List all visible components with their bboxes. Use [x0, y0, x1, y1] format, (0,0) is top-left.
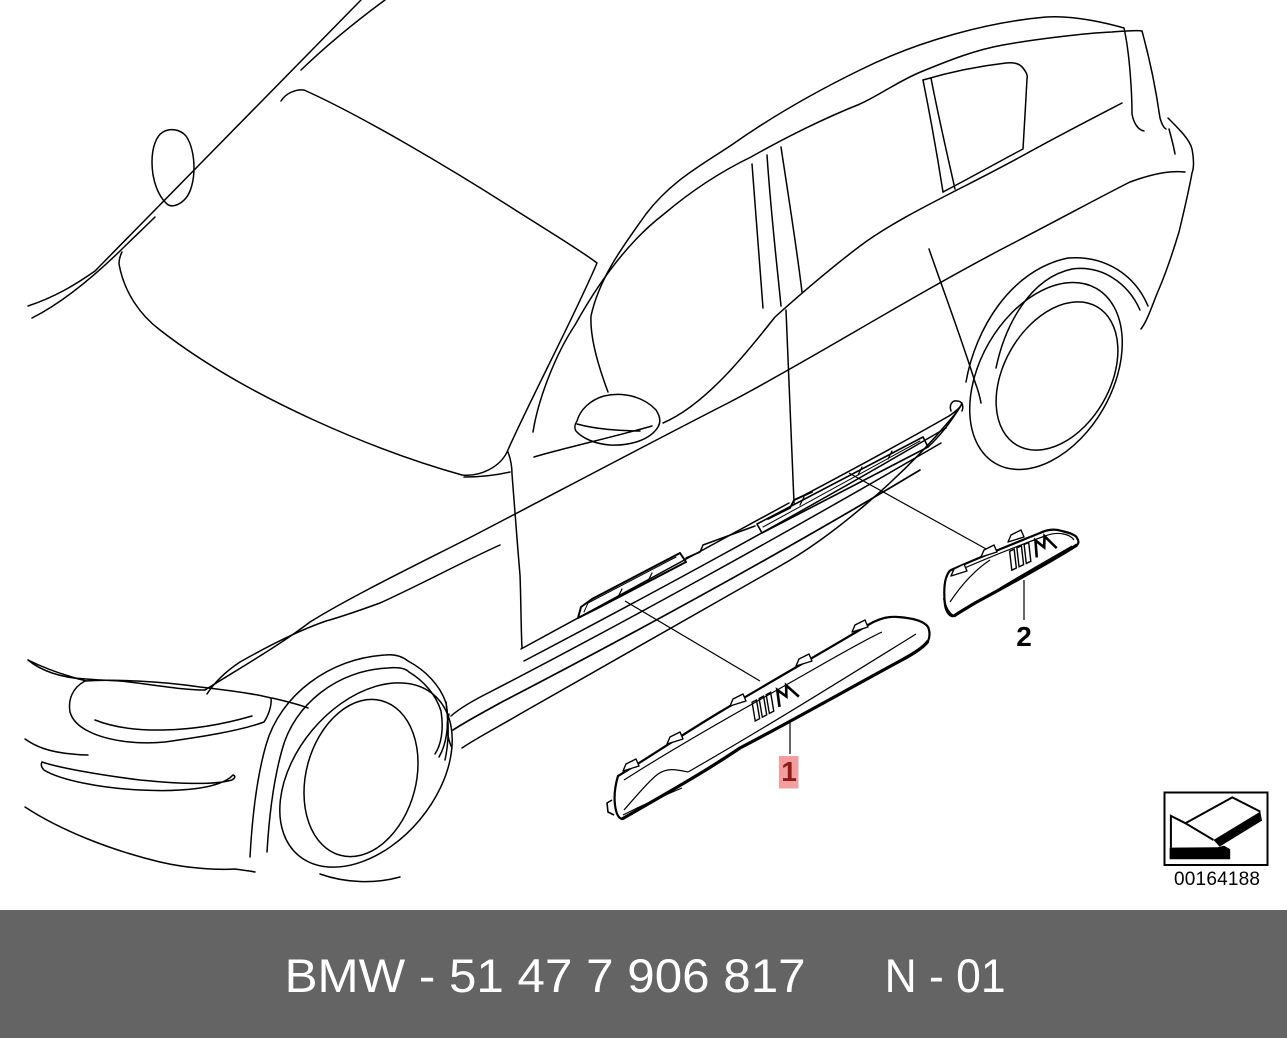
- svg-text:00164188: 00164188: [1174, 869, 1260, 890]
- svg-text:N - 01: N - 01: [885, 950, 1006, 1003]
- svg-text:BMW - 51 47 7 906 817: BMW - 51 47 7 906 817: [285, 950, 806, 1003]
- svg-text:2: 2: [1016, 621, 1032, 652]
- svg-text:1: 1: [781, 756, 797, 787]
